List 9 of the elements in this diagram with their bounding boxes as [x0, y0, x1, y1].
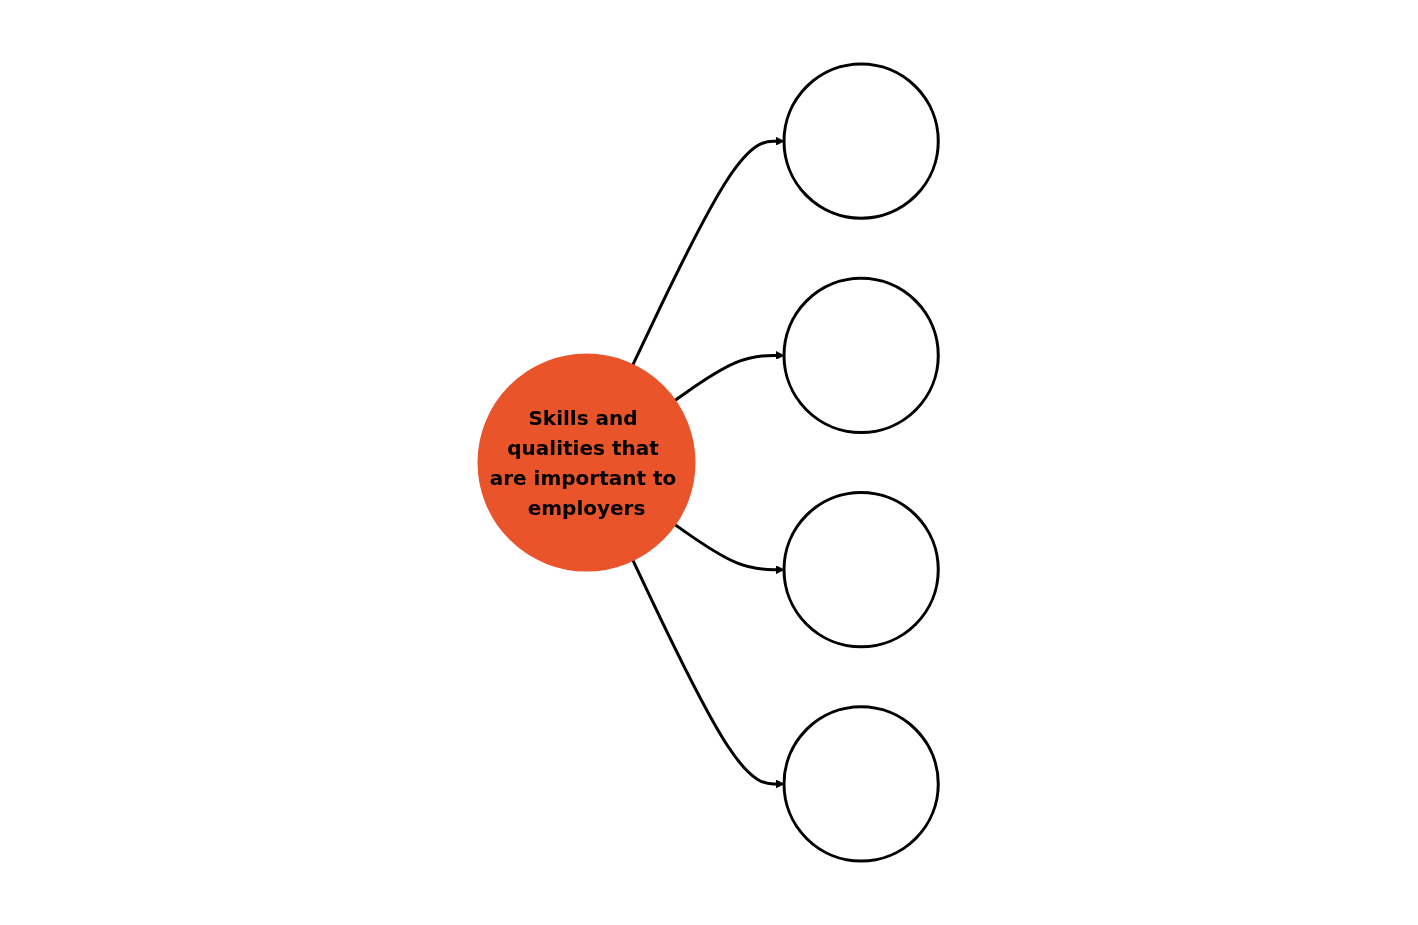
node-circle [782, 705, 941, 863]
node-circle: Skills and qualities that are important to employers [477, 353, 696, 572]
arrow [673, 350, 785, 402]
arrow [631, 558, 785, 789]
arrow [631, 136, 785, 367]
node-circle [782, 62, 941, 220]
node-circle [782, 276, 941, 434]
arrow [673, 523, 785, 575]
node-circle [782, 491, 941, 649]
